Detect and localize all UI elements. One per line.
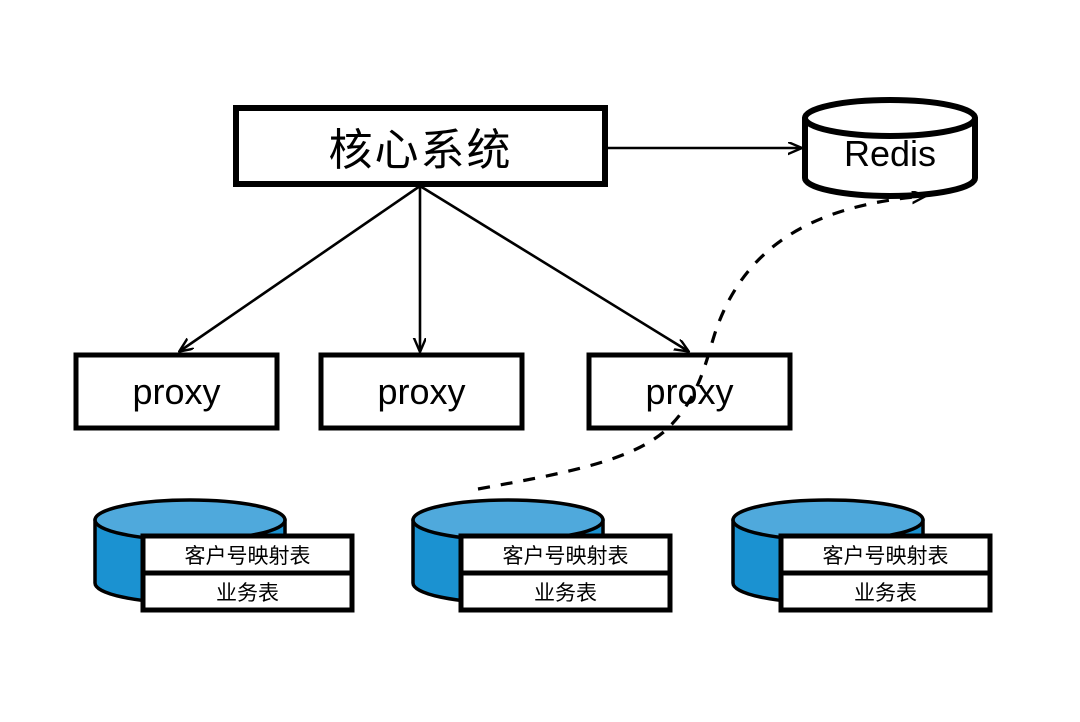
proxy-box-3[interactable]	[586, 352, 793, 431]
edge-core-to-proxy-3	[419, 184, 688, 351]
database-tables-2[interactable]	[458, 533, 673, 613]
redis-cylinder[interactable]	[802, 97, 978, 199]
edge-database-to-redis	[477, 196, 925, 491]
proxy-box-2[interactable]	[318, 352, 525, 431]
database-tables-1[interactable]	[140, 533, 355, 613]
edge-core-to-proxy-1	[180, 184, 421, 351]
database-tables-3[interactable]	[778, 533, 993, 613]
core-system-box[interactable]	[233, 105, 608, 187]
proxy-box-1[interactable]	[73, 352, 280, 431]
